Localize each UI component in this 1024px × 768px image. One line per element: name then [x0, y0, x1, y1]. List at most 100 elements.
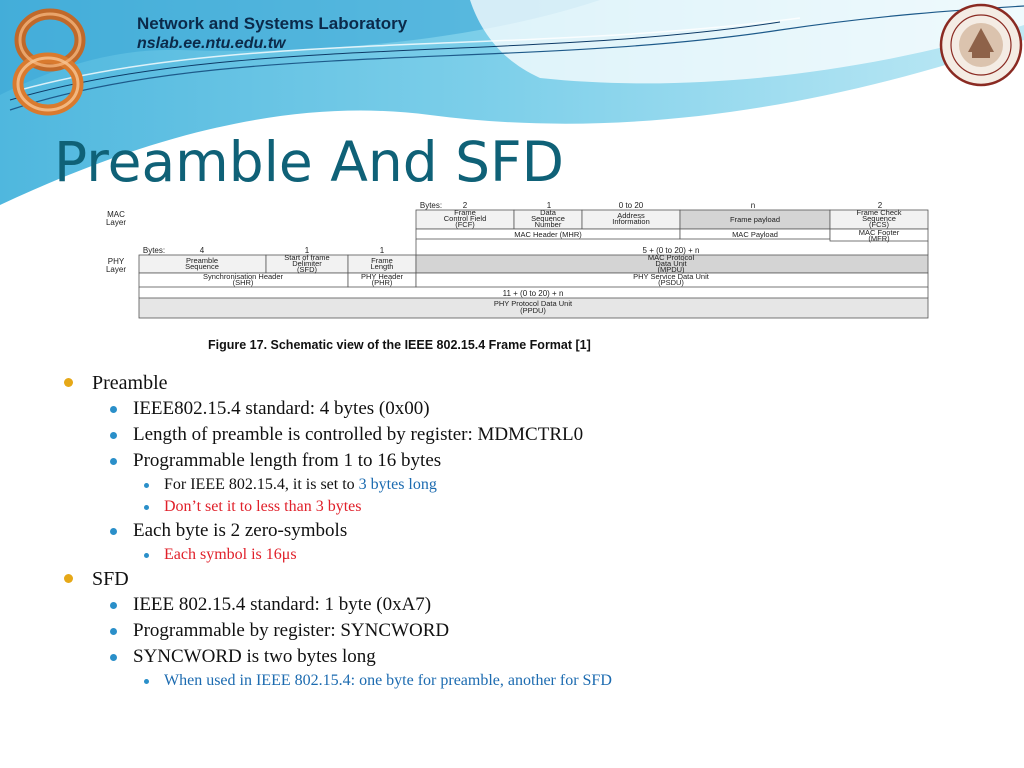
bullet-preamble: Preamble: [60, 370, 1000, 396]
university-seal: [939, 3, 1023, 87]
length-line2: Length: [371, 262, 394, 271]
bullet-item: Programmable by register: SYNCWORD: [60, 618, 1000, 644]
bullet-highlight: 3 bytes long: [358, 476, 437, 493]
phy-layer-label: PHY: [108, 257, 125, 266]
lab-url: nslab.ee.ntu.edu.tw: [137, 35, 286, 52]
shr-line1: Synchronisation Header: [203, 272, 284, 281]
bullet-text: SFD: [92, 568, 129, 590]
mac-bytes-dsn: 1: [547, 201, 552, 210]
phy-bytes-preamble: 4: [200, 246, 205, 255]
bullet-dot-icon: [144, 553, 149, 558]
mpdu-line2: Data Unit: [655, 259, 687, 268]
fcs-line3: (FCS): [869, 220, 889, 229]
bullet-item: IEEE 802.15.4 standard: 1 byte (0xA7): [60, 592, 1000, 618]
bullet-sfd: SFD: [60, 566, 1000, 592]
phr-line2: (PHR): [372, 278, 393, 287]
bullet-subitem: Don’t set it to less than 3 bytes: [60, 496, 1000, 518]
bullet-dot-icon: [64, 378, 73, 387]
fcf-line3: (FCF): [455, 220, 475, 229]
bullet-text: Preamble: [92, 372, 168, 394]
slide-title: Preamble And SFD: [54, 130, 565, 194]
phy-bytes-mpdu: 5 + (0 to 20) + n: [643, 246, 700, 255]
bullet-item: SYNCWORD is two bytes long: [60, 644, 1000, 670]
mac-mfr-box: [829, 228, 929, 242]
phy-psdu-box: [415, 272, 929, 288]
psdu-line2: (PSDU): [658, 278, 684, 287]
bullet-dot-icon: [144, 483, 149, 488]
bullet-text: Don’t set it to less than 3 bytes: [164, 498, 362, 515]
addr-line2: Information: [612, 217, 650, 226]
mpdu-line1: MAC Protocol: [648, 253, 695, 262]
header-wave-background: [0, 0, 1024, 205]
bullet-dot-icon: [110, 628, 117, 635]
fcf-line2: Control Field: [444, 214, 487, 223]
bullet-text: Programmable by register: SYNCWORD: [133, 620, 450, 641]
phy-layer-label-2: Layer: [106, 265, 126, 274]
bullet-item: IEEE802.15.4 standard: 4 bytes (0x00): [60, 396, 1000, 422]
bullet-dot-icon: [110, 432, 117, 439]
phy-bytes-label: Bytes:: [143, 246, 165, 255]
bullet-dot-icon: [144, 679, 149, 684]
bullet-text: IEEE802.15.4 standard: 4 bytes (0x00): [133, 398, 430, 419]
mac-layer-label: MAC: [107, 210, 125, 219]
lab-name: Network and Systems Laboratory: [137, 14, 408, 33]
bullet-dot-icon: [144, 505, 149, 510]
phy-bytes-sfd: 1: [305, 246, 310, 255]
bullet-text: When used in IEEE 802.15.4: one byte for…: [164, 672, 612, 689]
bullet-subitem: Each symbol is 16μs: [60, 544, 1000, 566]
payload-label: Frame payload: [730, 215, 780, 224]
mpdu-line3: (MPDU): [657, 265, 685, 274]
sfd-line3: (SFD): [297, 265, 317, 274]
phy-bytes-length: 1: [380, 246, 385, 255]
fcs-line2: Sequence: [862, 214, 896, 223]
mac-layer-label-2: Layer: [106, 218, 126, 227]
bullet-text: Length of preamble is controlled by regi…: [133, 424, 584, 445]
bullet-dot-icon: [110, 458, 117, 465]
bullet-subitem: For IEEE 802.15.4, it is set to 3 bytes …: [60, 474, 1000, 496]
mac-bytes-label: Bytes:: [420, 201, 442, 210]
phy-ppdu-box: [138, 297, 929, 319]
mac-bytes-fcf: 2: [463, 201, 468, 210]
bullet-dot-icon: [110, 602, 117, 609]
addr-line1: Address: [617, 211, 645, 220]
dsn-line1: Data: [540, 208, 557, 217]
bullet-dot-icon: [110, 654, 117, 661]
bullet-dot-icon: [110, 406, 117, 413]
mfr-line1: MAC Footer: [859, 228, 900, 237]
mhr-label: MAC Header (MHR): [514, 230, 582, 239]
shr-line2: (SHR): [233, 278, 254, 287]
bullet-text: IEEE 802.15.4 standard: 1 byte (0xA7): [133, 594, 432, 615]
mfr-line2: (MFR): [868, 234, 890, 243]
bullet-text: Each byte is 2 zero-symbols: [133, 520, 348, 541]
bullet-item: Each byte is 2 zero-symbols: [60, 518, 1000, 544]
mac-bytes-addr: 0 to 20: [619, 201, 644, 210]
bullet-text: Each symbol is 16μs: [164, 546, 297, 563]
mac-payload-label: MAC Payload: [732, 230, 778, 239]
bullet-text: Programmable length from 1 to 16 bytes: [133, 450, 442, 471]
dsn-line3: Number: [535, 220, 562, 229]
frame-format-diagram: MAC Layer Bytes: 2 1 0 to 20 n 2 Frame C…: [106, 201, 929, 319]
bullet-subitem: When used in IEEE 802.15.4: one byte for…: [60, 670, 1000, 692]
bullet-text: SYNCWORD is two bytes long: [133, 646, 376, 667]
fcs-line1: Frame Check: [856, 208, 901, 217]
sfd-line1: Start of frame: [284, 253, 329, 262]
bullet-list: Preamble IEEE802.15.4 standard: 4 bytes …: [60, 370, 1000, 692]
psdu-line1: PHY Service Data Unit: [633, 272, 710, 281]
bullet-item: Length of preamble is controlled by regi…: [60, 422, 1000, 448]
frame-format-figure: MAC Layer Bytes: 2 1 0 to 20 n 2 Frame C…: [98, 200, 938, 355]
lab-logo: [12, 8, 86, 116]
bullet-dot-icon: [110, 528, 117, 535]
dsn-line2: Sequence: [531, 214, 565, 223]
bullet-text: For IEEE 802.15.4, it is set to: [164, 476, 359, 493]
figure-caption: Figure 17. Schematic view of the IEEE 80…: [208, 338, 591, 352]
bullet-item: Programmable length from 1 to 16 bytes: [60, 448, 1000, 474]
mac-bytes-fcs: 2: [878, 201, 883, 210]
preamble-line1: Preamble: [186, 256, 218, 265]
ppdu-line2: (PPDU): [520, 306, 546, 315]
preamble-line2: Sequence: [185, 262, 219, 271]
length-line1: Frame: [371, 256, 393, 265]
mac-bytes-payload: n: [751, 201, 755, 210]
sfd-line2: Delimiter: [292, 259, 322, 268]
bullet-dot-icon: [64, 574, 73, 583]
phr-line1: PHY Header: [361, 272, 403, 281]
